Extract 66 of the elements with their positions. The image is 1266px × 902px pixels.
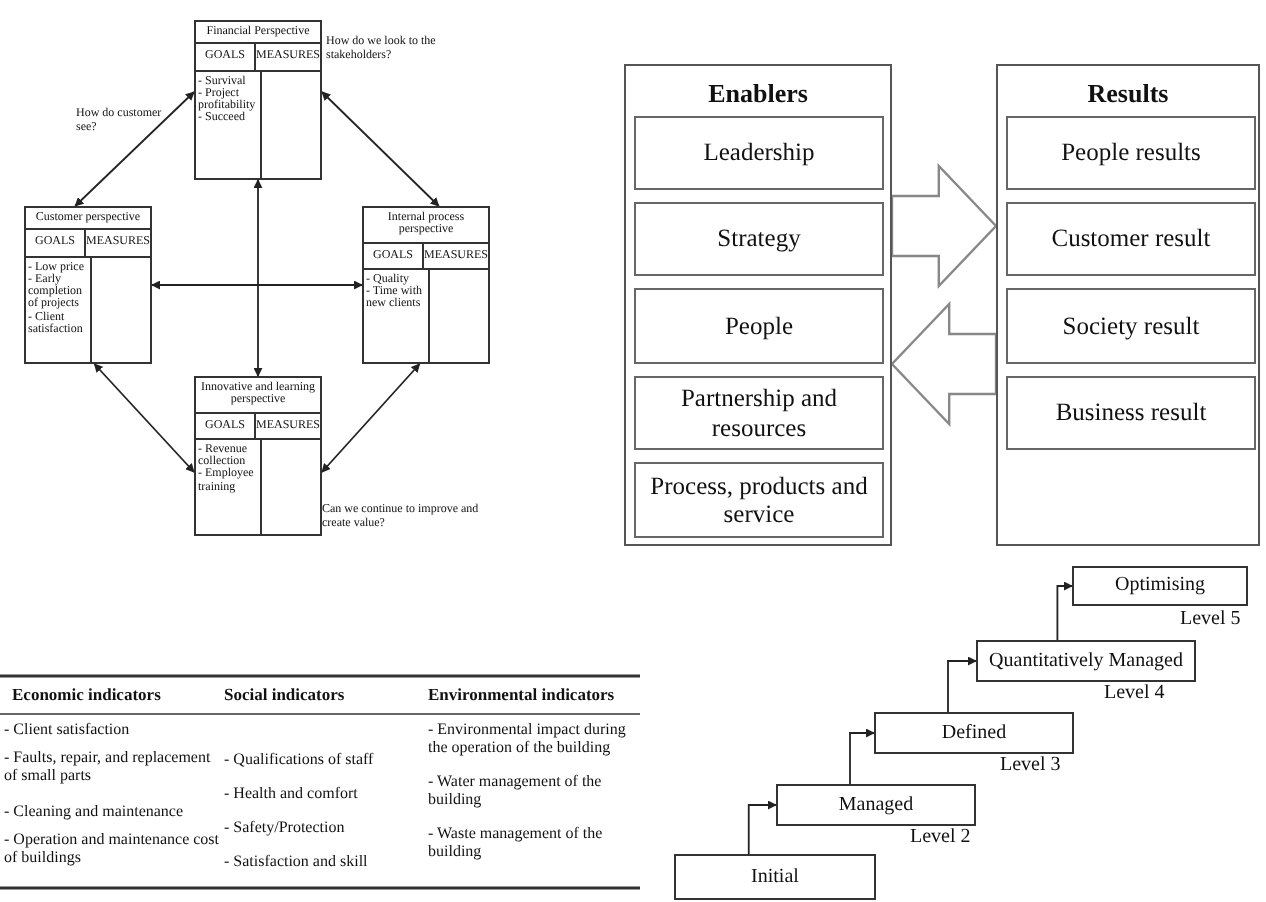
box-text: Initial	[751, 865, 799, 889]
box-text: Partnership and resources	[678, 384, 840, 442]
box-text: Optimising	[1114, 574, 1205, 598]
table-header: Social indicators	[224, 686, 347, 706]
arrow	[321, 363, 421, 473]
item-box	[634, 288, 884, 364]
table-cell-text: - Health and comfort	[224, 784, 360, 803]
table-cell-text: - Satisfaction and skill	[224, 852, 370, 871]
item-box	[1006, 288, 1256, 364]
box-text: People results	[1061, 138, 1201, 168]
block-arrow	[890, 163, 998, 289]
group-panel	[996, 64, 1260, 546]
table-cell-text: - Safety/Protection	[224, 818, 347, 837]
box-text: Defined	[941, 721, 1007, 745]
item-box	[634, 462, 884, 538]
level-label: Level 3	[1000, 754, 1061, 776]
level-box	[776, 784, 976, 826]
box-text: Managed	[838, 793, 914, 817]
arrow	[947, 656, 977, 713]
item-box	[1006, 116, 1256, 190]
level-label: Level 2	[910, 826, 971, 848]
box-text: Quantitatively Managed	[989, 649, 1183, 673]
arrow	[747, 800, 777, 855]
box-text: Business result	[1055, 398, 1207, 428]
item-box	[1006, 376, 1256, 450]
level-label: Level 4	[1104, 682, 1165, 704]
table-cell-text: - Environmental impact during the operation of the building	[428, 720, 628, 757]
arrow	[151, 280, 363, 290]
box-text: People	[724, 311, 794, 341]
level-box	[976, 640, 1196, 682]
scorecard-box	[194, 20, 322, 180]
scorecard-box	[362, 206, 490, 364]
table-cell-text: - Qualifications of staff	[224, 750, 376, 769]
box-text: Customer result	[1051, 224, 1211, 254]
table-cell-text: - Faults, repair, and replacement of small parts	[4, 748, 213, 785]
scorecard-box	[24, 206, 152, 364]
arrow	[253, 179, 263, 377]
table-cell-text: - Waste management of the building	[428, 824, 605, 861]
level-box	[674, 854, 876, 900]
table-cell-text: - Client satisfaction	[4, 720, 132, 739]
item-box	[634, 116, 884, 190]
box-text: Process, products and service	[648, 471, 870, 529]
level-box	[1072, 566, 1248, 606]
block-arrow	[890, 301, 998, 427]
panel-title: Results	[1085, 78, 1171, 110]
box-text: Strategy	[717, 224, 801, 254]
table-cell-text: - Cleaning and maintenance	[4, 802, 186, 821]
level-label: Level 5	[1180, 608, 1241, 630]
arrow	[93, 363, 195, 473]
scorecard-box	[194, 376, 322, 536]
item-box	[634, 202, 884, 276]
level-box	[874, 712, 1074, 754]
arrow	[1056, 581, 1073, 641]
item-box	[634, 376, 884, 450]
group-panel	[624, 64, 892, 546]
item-box	[1006, 202, 1256, 276]
arrow	[74, 91, 195, 207]
table-cell-text: - Operation and maintenance cost of buildings	[4, 830, 222, 867]
table-cell-text: - Water management of the building	[428, 772, 604, 809]
table-header: Economic indicators	[12, 686, 163, 706]
arrow	[849, 728, 875, 785]
panel-title: Enablers	[706, 78, 810, 110]
box-text: Leadership	[703, 138, 815, 168]
box-text: Society result	[1062, 311, 1200, 341]
table-header: Environmental indicators	[428, 686, 617, 706]
arrow	[321, 91, 440, 207]
